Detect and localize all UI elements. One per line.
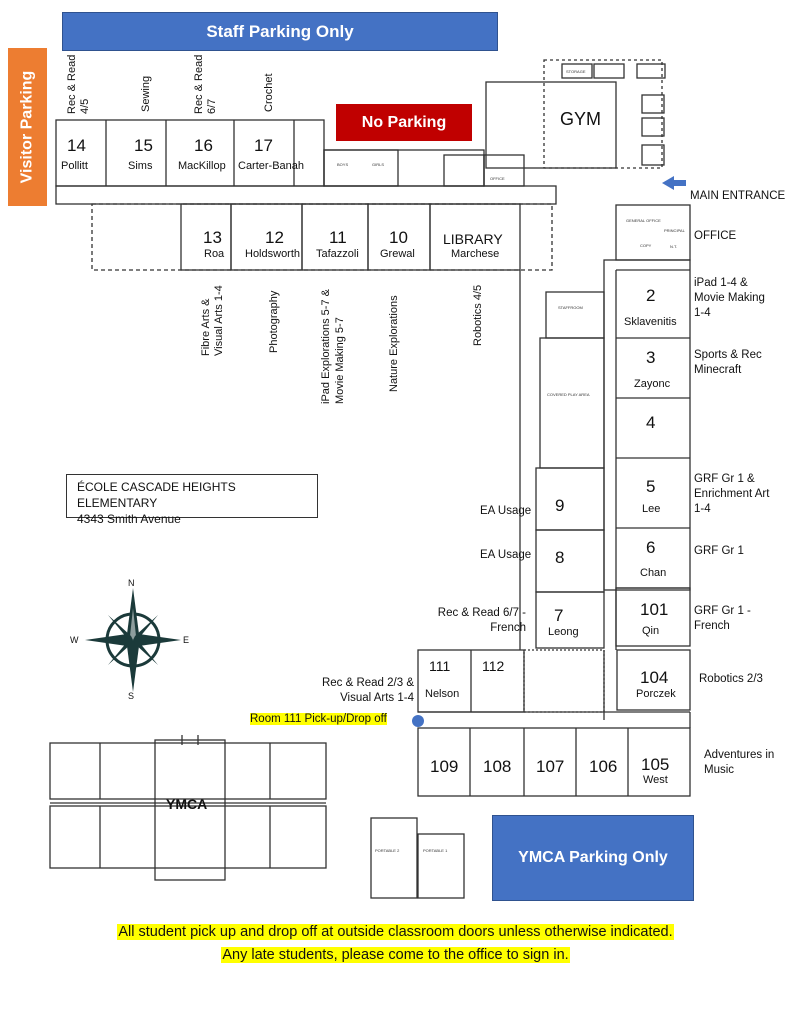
room-10-number: 10 <box>389 228 408 247</box>
room-3-activity: Sports & Rec Minecraft <box>694 349 762 376</box>
room-7-teacher: Leong <box>548 626 579 638</box>
staff-parking-banner: Staff Parking Only <box>62 12 498 51</box>
room-15-number: 15 <box>134 136 153 155</box>
room-101-activity: GRF Gr 1 - French <box>694 605 751 632</box>
room-15-teacher: Sims <box>128 160 153 172</box>
room-13-number: 13 <box>203 228 222 247</box>
room-5-number: 5 <box>646 477 656 496</box>
room-14-number: 14 <box>67 136 86 155</box>
room-16-teacher: MacKillop <box>178 160 226 172</box>
room-11-teacher: Tafazzoli <box>316 248 359 260</box>
room-9-activity: EA Usage <box>480 505 532 517</box>
room-3-teacher: Zayonc <box>634 378 671 390</box>
room-111-number: 111 <box>429 658 451 674</box>
room-105-number: 105 <box>641 755 670 774</box>
room-2-activity: iPad 1-4 & Movie Making 1-4 <box>694 277 765 319</box>
room-10-teacher: Grewal <box>380 248 415 260</box>
compass-s: S <box>128 691 135 701</box>
general-office-label: GENERAL OFFICE <box>626 218 661 223</box>
room-2-number: 2 <box>646 286 656 305</box>
room-7-activity: Rec & Read 6/7 - French <box>437 607 526 634</box>
room-108-number: 108 <box>483 757 512 776</box>
room-12-number: 12 <box>265 228 284 247</box>
room-17-number: 17 <box>254 136 273 155</box>
boys-label: BOYS <box>337 162 349 167</box>
storage-label: STORAGE <box>566 69 586 74</box>
library-label: LIBRARY <box>443 231 503 247</box>
room-17-activity: Crochet <box>263 73 275 112</box>
covered-play-label: COVERED PLAY AREA <box>547 392 590 397</box>
portable-1-label: PORTABLE 1 <box>423 848 448 853</box>
room-17-teacher: Carter-Banah <box>238 160 305 172</box>
pickup-label-text: Room 111 Pick-up/Drop off <box>250 713 387 725</box>
room-101-teacher: Qin <box>642 625 660 637</box>
room-6-teacher: Chan <box>640 567 667 579</box>
footer-line-1: All student pick up and drop off at outs… <box>0 924 791 940</box>
library-activity: Robotics 4/5 <box>472 284 484 346</box>
room-5-teacher: Lee <box>642 503 661 515</box>
room-7-number: 7 <box>554 606 564 625</box>
footer-line-1-text: All student pick up and drop off at outs… <box>117 924 674 940</box>
room-101-number: 101 <box>640 600 669 619</box>
nt-label: N.T. <box>670 244 678 249</box>
library-teacher: Marchese <box>451 248 500 260</box>
footer-line-2-text: Any late students, please come to the of… <box>221 947 570 963</box>
room-11-activity: iPad Explorations 5-7 & Movie Making 5-7 <box>320 289 346 404</box>
staffroom-label: STAFFROOM <box>558 305 583 310</box>
copy-label: COPY <box>640 243 652 248</box>
room-14-teacher: Pollitt <box>61 160 88 172</box>
room-14-activity: Rec & Read 4/5 <box>66 54 91 114</box>
room-16-activity: Rec & Read 6/7 <box>193 54 218 114</box>
ymca-label: YMCA <box>166 796 208 812</box>
room-12-activity: Photography <box>268 290 280 353</box>
room-13-activity: Fibre Arts & Visual Arts 1-4 <box>200 285 225 356</box>
room-105-teacher: West <box>643 774 668 786</box>
visitor-parking-banner: Visitor Parking <box>8 48 47 206</box>
room-111-teacher: Nelson <box>425 688 460 700</box>
room-11-number: 11 <box>329 228 347 247</box>
room-8-activity: EA Usage <box>480 549 532 561</box>
room-111-activity: Rec & Read 2/3 & Visual Arts 1-4 <box>321 677 414 704</box>
room-104-number: 104 <box>640 668 669 687</box>
main-entrance-label: MAIN ENTRANCE <box>690 190 786 202</box>
room-104-activity: Robotics 2/3 <box>699 673 763 685</box>
room-6-number: 6 <box>646 538 656 557</box>
compass-n: N <box>128 578 135 588</box>
room-12-teacher: Holdsworth <box>245 248 301 260</box>
room-109-number: 109 <box>430 757 459 776</box>
room-104-teacher: Porczek <box>636 688 676 700</box>
girls-label: GIRLS <box>372 162 385 167</box>
no-parking-banner: No Parking <box>336 104 472 141</box>
room-2-teacher: Sklavenitis <box>624 316 677 328</box>
compass-e: E <box>183 635 190 645</box>
room-112-number: 112 <box>482 658 505 674</box>
room-8-number: 8 <box>555 548 565 567</box>
school-info-box: ÉCOLE CASCADE HEIGHTS ELEMENTARY 4343 Sm… <box>66 474 318 526</box>
room-107-number: 107 <box>536 757 565 776</box>
room-13-teacher: Roa <box>204 248 225 260</box>
office-label: OFFICE <box>694 230 737 242</box>
ymca-parking-banner: YMCA Parking Only <box>492 815 694 901</box>
room-5-activity: GRF Gr 1 & Enrichment Art 1-4 <box>694 473 770 515</box>
room-15-activity: Sewing <box>140 75 152 112</box>
gym-label: GYM <box>560 109 602 129</box>
pickup-label: Room 111 Pick-up/Drop off <box>250 713 387 725</box>
room-10-activity: Nature Explorations <box>388 295 400 392</box>
office-small-label: OFFICE <box>490 176 505 181</box>
footer-line-2: Any late students, please come to the of… <box>0 947 791 963</box>
school-address: 4343 Smith Avenue <box>77 512 181 526</box>
compass-w: W <box>70 635 79 645</box>
room-4-number: 4 <box>646 413 656 432</box>
compass-rose-icon <box>85 588 181 692</box>
room-6-activity: GRF Gr 1 <box>694 545 744 557</box>
portable-2-label: PORTABLE 2 <box>375 848 400 853</box>
room-3-number: 3 <box>646 348 656 367</box>
room-106-number: 106 <box>589 757 618 776</box>
room-9-number: 9 <box>555 496 565 515</box>
principal-label: PRINCIPAL <box>664 228 685 233</box>
room-16-number: 16 <box>194 136 213 155</box>
school-name: ÉCOLE CASCADE HEIGHTS ELEMENTARY <box>77 480 236 510</box>
room-105-activity: Adventures in Music <box>704 749 775 776</box>
